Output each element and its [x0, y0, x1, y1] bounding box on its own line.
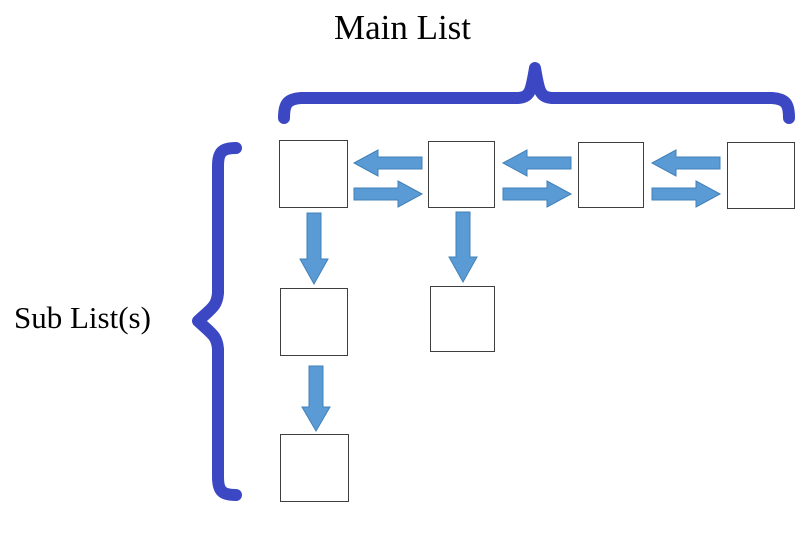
down-arrow-sub1a-to-sub2a — [301, 365, 331, 432]
sub-list-label: Sub List(s) — [14, 300, 151, 335]
main-box-2[interactable] — [428, 141, 495, 208]
arrow-box-1-to-box-2 — [353, 180, 424, 208]
arrow-box-3-to-box-2 — [501, 149, 572, 177]
main-box-1[interactable] — [279, 140, 348, 208]
arrow-box-4-to-box-3 — [650, 149, 721, 177]
main-list-label: Main List — [333, 8, 472, 47]
sub-list-brace — [192, 142, 242, 501]
main-box-4[interactable] — [727, 142, 795, 209]
arrow-box-2-to-box-3 — [502, 180, 573, 208]
sub-box-1b[interactable] — [430, 286, 495, 352]
arrow-box-3-to-box-4 — [651, 180, 722, 208]
down-arrow-main2-to-sub1b — [448, 211, 478, 284]
sub-box-1a[interactable] — [280, 288, 348, 356]
main-list-brace — [278, 62, 795, 124]
down-arrow-main1-to-sub1a — [299, 212, 329, 286]
sub-box-2a[interactable] — [280, 434, 349, 502]
main-box-3[interactable] — [578, 142, 644, 208]
arrow-box-2-to-box-1 — [352, 149, 423, 177]
